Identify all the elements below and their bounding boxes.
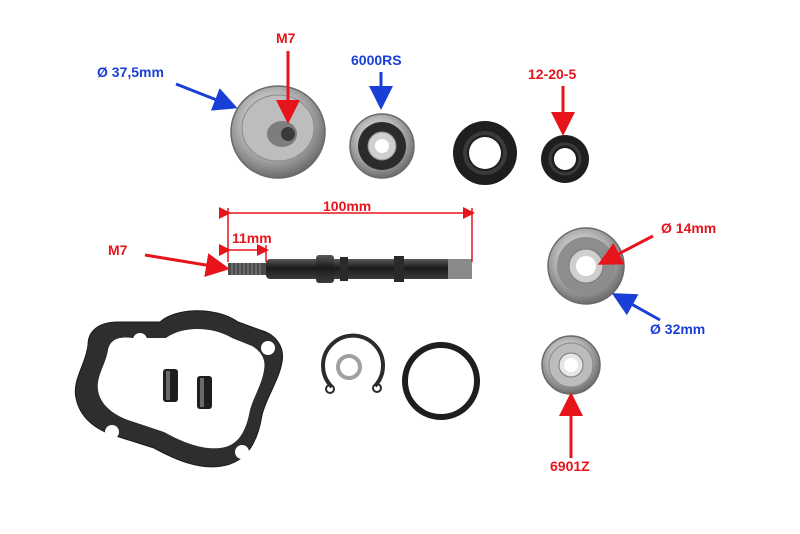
circlip <box>321 333 386 394</box>
pump-shaft <box>228 255 472 283</box>
arrow-housing-diameter <box>175 82 238 111</box>
label-bearing-outer: Ø 32mm <box>650 321 706 337</box>
arrow-bearing-outer <box>611 293 661 322</box>
bearing-6000rs <box>349 113 415 179</box>
dimension-lines <box>219 207 475 262</box>
housing-cup <box>230 85 326 179</box>
label-shaft-length: 100mm <box>323 198 372 214</box>
label-bearing-inner: Ø 14mm <box>661 220 717 236</box>
oil-seal-small <box>541 135 589 183</box>
arrow-bearing-inner <box>597 234 654 265</box>
label-seal-small: 12-20-5 <box>528 66 577 82</box>
label-housing-thread: M7 <box>276 30 296 46</box>
label-shaft-thread: M7 <box>108 242 128 258</box>
label-housing-diameter: Ø 37,5mm <box>97 64 164 80</box>
bearing-6901z <box>541 335 601 395</box>
arrow-shaft-thread <box>144 253 230 277</box>
oil-seal-large <box>453 121 517 185</box>
dowel-pins <box>163 369 212 409</box>
washer <box>336 354 362 380</box>
label-thread-length: 11mm <box>232 230 272 246</box>
o-ring <box>402 342 480 420</box>
housing-gasket <box>74 310 284 468</box>
annotation-arrows <box>144 51 661 458</box>
label-bearing-top: 6000RS <box>351 52 402 68</box>
bearing-medium <box>547 227 625 305</box>
label-bearing-small: 6901Z <box>550 458 590 474</box>
